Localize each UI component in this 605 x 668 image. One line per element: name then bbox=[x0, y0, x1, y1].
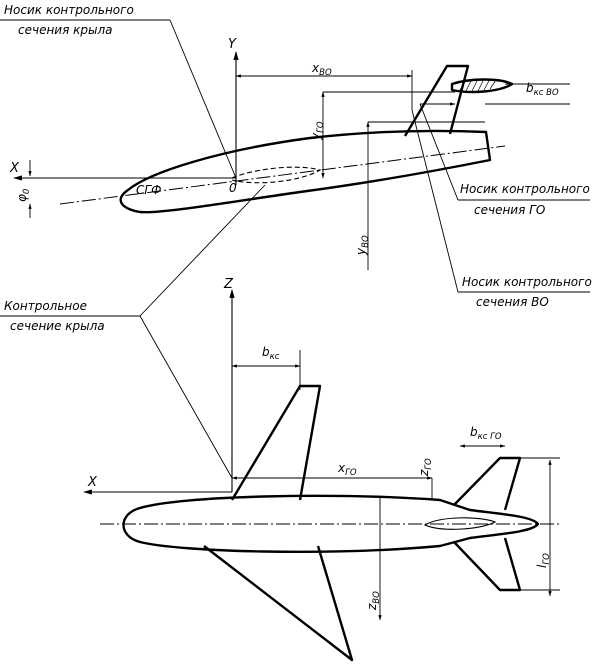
svg-text:yВО: yВО bbox=[354, 235, 371, 256]
label-control-section-2: сечение крыла bbox=[10, 319, 105, 333]
svg-text:lГО: lГО bbox=[535, 553, 552, 568]
dim-y-vo: yВО bbox=[354, 235, 371, 256]
fin-side bbox=[403, 64, 470, 137]
label-ho-nose-2: сечения ГО bbox=[474, 203, 545, 217]
dim-b-kc-vo: bкс ВО bbox=[526, 81, 559, 98]
ho-section-hatch bbox=[459, 78, 497, 92]
label-control-section-1: Контрольное bbox=[4, 299, 87, 313]
dim-b-kc-go: bкс ГО bbox=[470, 425, 502, 442]
label-origin: 0 bbox=[229, 181, 237, 195]
labels: Носик контрольного сечения крыла Носик к… bbox=[4, 3, 592, 611]
fuselage-side bbox=[119, 129, 492, 214]
wing-plan bbox=[230, 384, 322, 501]
plan-view bbox=[0, 184, 560, 662]
label-cgf: СГФ bbox=[136, 183, 161, 197]
tail-plan bbox=[453, 456, 522, 511]
dim-z-vo: zВО bbox=[365, 591, 382, 611]
label-ho-nose-1: Носик контрольного bbox=[460, 182, 590, 196]
fuselage-plan bbox=[122, 494, 540, 553]
label-vo-nose-1: Носик контрольного bbox=[462, 275, 592, 289]
dim-z-go: zГО bbox=[417, 458, 434, 477]
axis-x-top: X bbox=[9, 161, 20, 176]
axis-y-top: Y bbox=[228, 37, 237, 52]
label-wing-nose-1: Носик контрольного bbox=[4, 3, 134, 17]
dim-phi-0: φ0 bbox=[15, 189, 32, 202]
svg-text:yГО: yГО bbox=[309, 121, 326, 141]
dim-y-go: yГО bbox=[309, 121, 326, 141]
svg-text:φ0: φ0 bbox=[15, 189, 32, 202]
dim-b-kc: bкс bbox=[262, 345, 280, 362]
label-vo-nose-2: сечения ВО bbox=[476, 295, 549, 309]
label-wing-nose-2: сечения крыла bbox=[18, 23, 113, 37]
svg-text:zГО: zГО bbox=[417, 458, 434, 477]
axis-x-bottom: X bbox=[87, 475, 98, 490]
dim-x-vo: xВО bbox=[311, 61, 332, 78]
svg-text:zВО: zВО bbox=[365, 591, 382, 611]
side-view bbox=[0, 19, 590, 293]
tail-section bbox=[423, 517, 497, 530]
dim-l-go: lГО bbox=[535, 553, 552, 568]
axis-z-bottom: Z bbox=[223, 277, 234, 292]
fuselage-axis-side bbox=[59, 145, 506, 205]
wing-section-side bbox=[231, 166, 322, 184]
dim-x-go: xГО bbox=[337, 461, 357, 478]
